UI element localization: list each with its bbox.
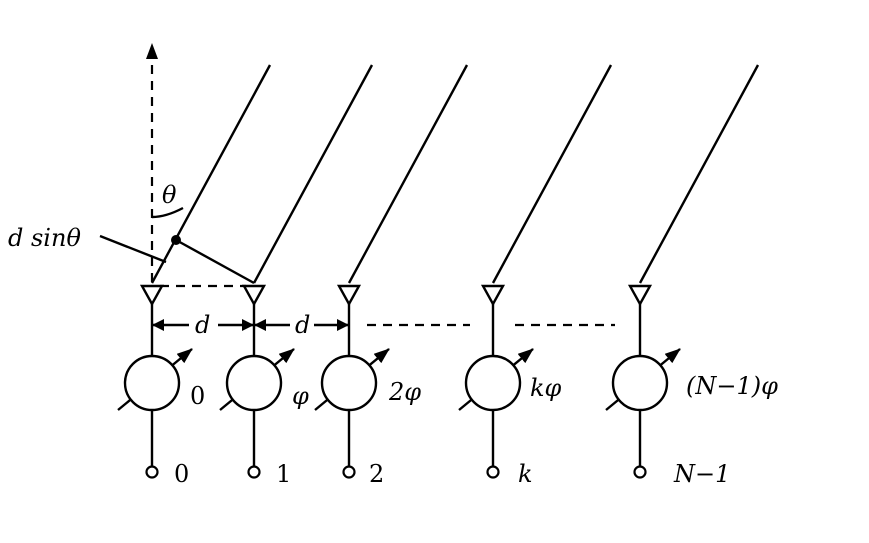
phase-shifter-k (458, 348, 534, 412)
ray-2 (347, 64, 469, 284)
index-label-2: 2 (369, 460, 384, 488)
d-sin-theta-leader (99, 234, 167, 264)
antenna-element-0 (139, 284, 165, 307)
phase-label-0: 0 (190, 382, 205, 410)
phase-shifter-2 (314, 348, 390, 412)
terminal-0 (145, 465, 159, 479)
spacing-label-1: d (195, 311, 210, 339)
ray-1 (252, 64, 374, 284)
phase-label-2: 2φ (388, 378, 421, 406)
antenna-element-k (480, 284, 506, 307)
terminal-n-minus-1 (633, 465, 647, 479)
phase-label-1: φ (292, 382, 309, 410)
antenna-element-2 (336, 284, 362, 307)
antenna-element-1 (241, 284, 267, 307)
theta-label: θ (162, 181, 177, 209)
phase-shifter-1 (219, 348, 295, 412)
path-difference-segment (175, 238, 255, 285)
phase-shifter-n-minus-1 (605, 348, 681, 412)
terminal-k (486, 465, 500, 479)
index-label-0: 0 (174, 460, 189, 488)
incident-rays (150, 64, 760, 284)
phase-shifters (117, 348, 681, 412)
output-terminals (145, 465, 647, 479)
path-difference-dot (171, 235, 181, 245)
ray-n-minus-1 (638, 64, 760, 284)
ray-k (491, 64, 613, 284)
index-label-1: 1 (276, 460, 291, 488)
ray-0 (150, 64, 272, 284)
antenna-element-n-minus-1 (627, 284, 653, 307)
terminal-2 (342, 465, 356, 479)
phase-label-n-minus-1: (N−1)φ (686, 372, 778, 400)
spacing-label-2: d (295, 311, 310, 339)
antenna-elements (139, 284, 653, 307)
index-label-k: k (518, 460, 533, 488)
theta-angle-arc (151, 206, 184, 219)
d-sin-theta-label: d sinθ (8, 224, 81, 252)
index-label-n-minus-1: N−1 (673, 460, 730, 488)
phase-label-k: kφ (530, 374, 562, 402)
phase-shifter-0 (117, 348, 193, 412)
terminal-1 (247, 465, 261, 479)
